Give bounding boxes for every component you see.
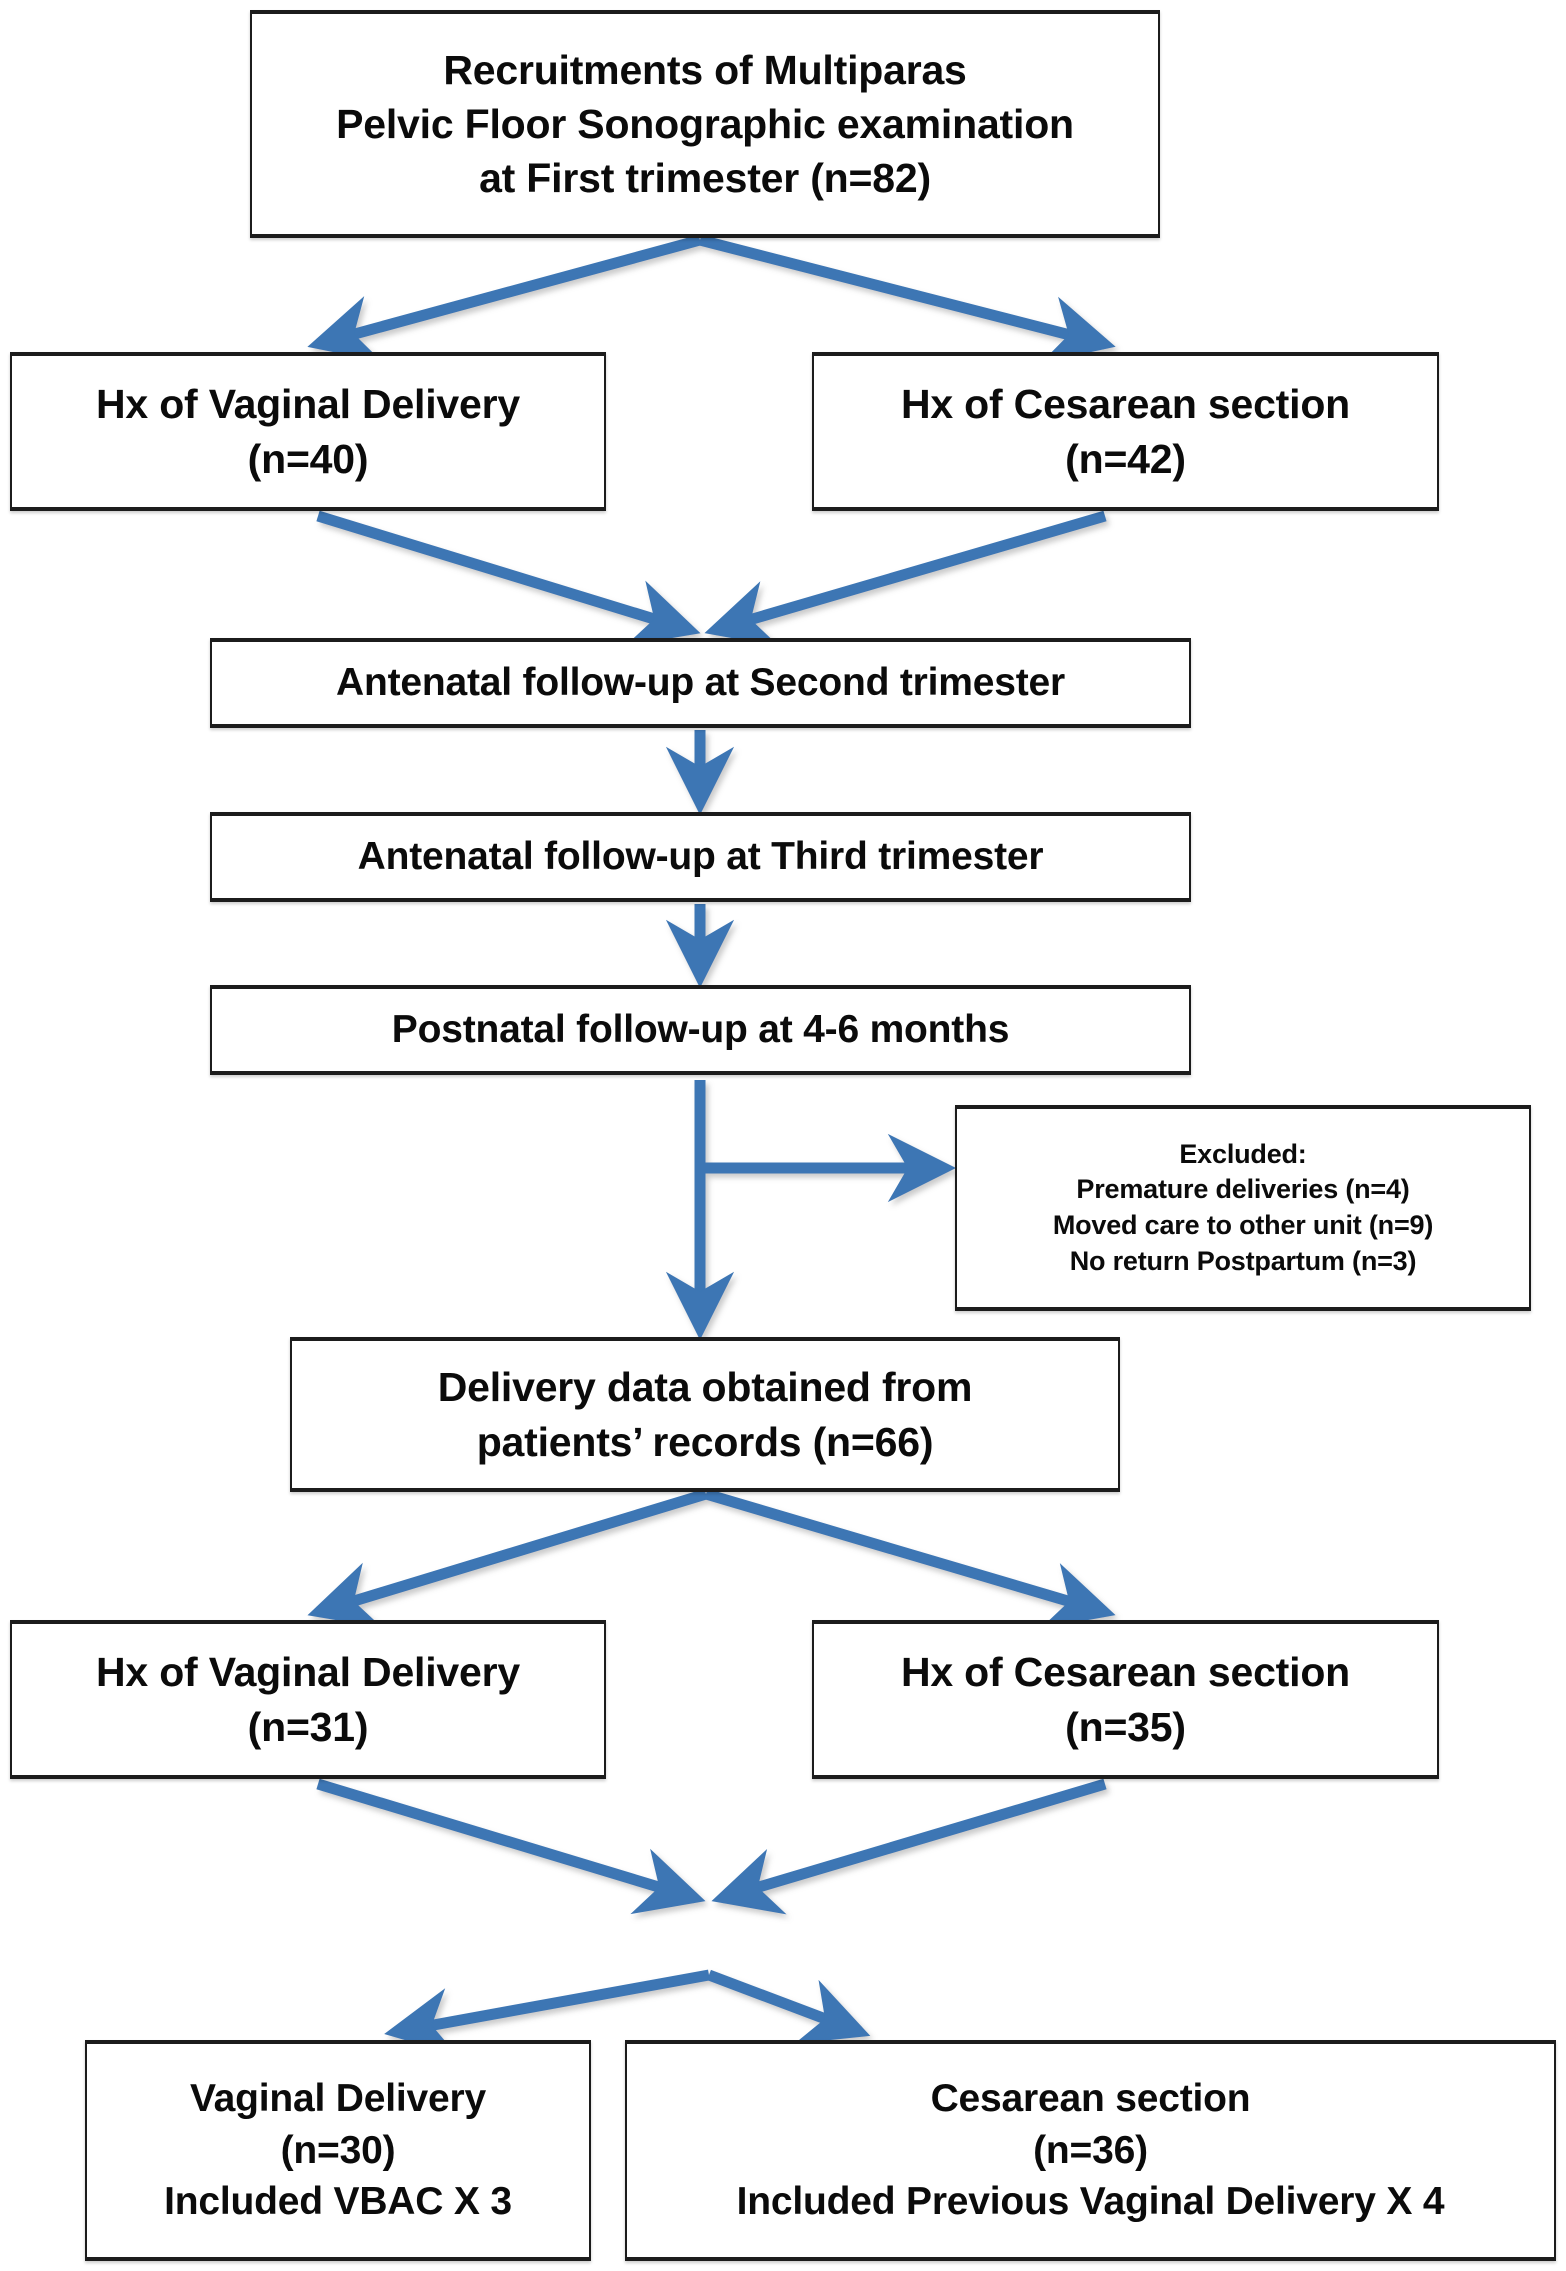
edge-junction-to-final-vd bbox=[384, 1969, 710, 2056]
node-final-cesarean-section[interactable]: Cesarean section (n=36) Included Previou… bbox=[625, 2040, 1556, 2261]
node-postnatal-follow-up-label: Postnatal follow-up at 4-6 months bbox=[391, 1008, 1010, 1052]
edge-hx-cs-2-to-junction bbox=[711, 1778, 1107, 1915]
node-final-cesarean-section-line-3: Included Previous Vaginal Delivery X 4 bbox=[736, 2180, 1445, 2224]
node-hx-vaginal-delivery-first[interactable]: Hx of Vaginal Delivery (n=40) bbox=[10, 352, 606, 511]
node-final-vaginal-delivery-line-1: Vaginal Delivery bbox=[190, 2077, 486, 2121]
edge-delivery-to-hx-vd-2 bbox=[307, 1488, 708, 1628]
edge-delivery-to-hx-cs-2 bbox=[704, 1488, 1116, 1629]
node-excluded[interactable]: Excluded: Premature deliveries (n=4) Mov… bbox=[955, 1105, 1531, 1311]
node-excluded-heading: Excluded: bbox=[1179, 1138, 1307, 1169]
node-excluded-reason-no-return: No return Postpartum (n=3) bbox=[1069, 1245, 1417, 1276]
node-antenatal-third-trimester-label: Antenatal follow-up at Third trimester bbox=[357, 835, 1044, 879]
node-recruitment-line-3: at First trimester (n=82) bbox=[479, 155, 931, 202]
node-hx-cesarean-section-final[interactable]: Hx of Cesarean section (n=35) bbox=[812, 1620, 1439, 1779]
node-final-vaginal-delivery-line-2: (n=30) bbox=[280, 2128, 396, 2172]
node-hx-cesarean-section-final-line-2: (n=35) bbox=[1065, 1703, 1186, 1750]
node-delivery-data-line-2: patients’ records (n=66) bbox=[476, 1418, 934, 1465]
node-hx-vaginal-delivery-first-line-2: (n=40) bbox=[247, 435, 369, 482]
node-postnatal-follow-up[interactable]: Postnatal follow-up at 4-6 months bbox=[210, 985, 1191, 1075]
node-excluded-reason-premature: Premature deliveries (n=4) bbox=[1076, 1174, 1410, 1205]
node-hx-cesarean-section-final-line-1: Hx of Cesarean section bbox=[900, 1649, 1351, 1696]
node-final-cesarean-section-line-2: (n=36) bbox=[1033, 2128, 1148, 2172]
node-final-vaginal-delivery-line-3: Included VBAC X 3 bbox=[164, 2180, 512, 2224]
edge-hx-vd-1-to-antenatal-2nd bbox=[316, 510, 701, 646]
node-hx-cesarean-section-first-line-2: (n=42) bbox=[1065, 435, 1186, 482]
edge-hx-vd-2-to-junction bbox=[316, 1778, 706, 1915]
edge-recruitment-to-hx-vd-1 bbox=[307, 234, 702, 362]
node-final-cesarean-section-line-1: Cesarean section bbox=[930, 2077, 1251, 2121]
node-final-vaginal-delivery[interactable]: Vaginal Delivery (n=30) Included VBAC X … bbox=[85, 2040, 591, 2261]
node-recruitment-line-2: Pelvic Floor Sonographic examination bbox=[336, 100, 1074, 147]
node-hx-vaginal-delivery-final[interactable]: Hx of Vaginal Delivery (n=31) bbox=[10, 1620, 606, 1779]
node-excluded-reason-moved-care: Moved care to other unit (n=9) bbox=[1052, 1210, 1434, 1240]
edge-junction-to-final-cs bbox=[707, 1969, 871, 2044]
edge-postnatal-to-excluded bbox=[694, 1080, 956, 1203]
node-recruitment-line-1: Recruitments of Multiparas bbox=[443, 46, 967, 93]
node-delivery-data[interactable]: Delivery data obtained from patients’ re… bbox=[290, 1337, 1120, 1492]
node-hx-vaginal-delivery-first-line-1: Hx of Vaginal Delivery bbox=[96, 381, 520, 428]
node-recruitment[interactable]: Recruitments of Multiparas Pelvic Floor … bbox=[250, 10, 1160, 238]
node-antenatal-second-trimester-label: Antenatal follow-up at Second trimester bbox=[336, 661, 1065, 705]
node-hx-vaginal-delivery-final-line-2: (n=31) bbox=[247, 1703, 369, 1750]
node-antenatal-third-trimester[interactable]: Antenatal follow-up at Third trimester bbox=[210, 812, 1191, 902]
edge-recruitment-to-hx-cs-1 bbox=[698, 234, 1116, 363]
node-hx-cesarean-section-first-line-1: Hx of Cesarean section bbox=[900, 381, 1351, 428]
node-hx-vaginal-delivery-final-line-1: Hx of Vaginal Delivery bbox=[96, 1649, 520, 1696]
node-delivery-data-line-1: Delivery data obtained from bbox=[437, 1364, 973, 1411]
edge-hx-cs-1-to-antenatal-2nd bbox=[704, 510, 1107, 647]
node-hx-cesarean-section-first[interactable]: Hx of Cesarean section (n=42) bbox=[812, 352, 1439, 511]
node-antenatal-second-trimester[interactable]: Antenatal follow-up at Second trimester bbox=[210, 638, 1191, 728]
